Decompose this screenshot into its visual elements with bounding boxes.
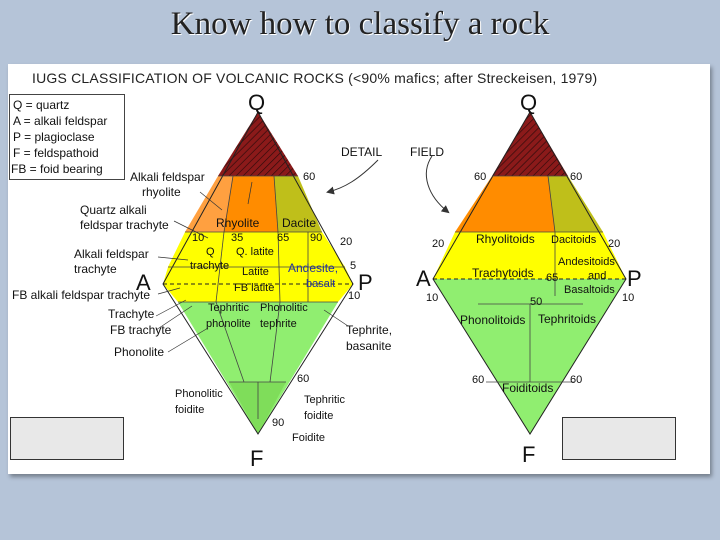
legend-item: P = plagioclase — [13, 130, 95, 144]
detail-tick-a10: 10 — [192, 232, 205, 244]
detail-dacite-field — [274, 176, 322, 232]
field-label-fb-latite: FB latite — [234, 282, 275, 294]
field-tick-q60-left: 60 — [474, 171, 487, 183]
field-tick-a10: 10 — [426, 292, 439, 304]
field-diamond — [425, 111, 627, 435]
field-tick-f60-right: 60 — [570, 374, 583, 386]
field-tick-q20-left: 20 — [432, 238, 445, 250]
field-label-tephritoids: Tephritoids — [538, 312, 597, 326]
callout-alkali-rhyolite-2: rhyolite — [142, 185, 181, 199]
field-dacitoids-field — [548, 176, 603, 232]
field-quartzolite-field — [492, 112, 568, 176]
callout-tephrite-1: Tephrite, — [346, 323, 393, 337]
field-tick-m50: 50 — [530, 296, 543, 308]
field-label-basalt: basalt — [306, 278, 336, 290]
callout-fb-alkali-trachyte: FB alkali feldspar trachyte — [12, 288, 151, 302]
callout-tephrite-2: basanite — [346, 339, 392, 353]
field-label-phonolitic-tephrite-1: Phonolitic — [260, 302, 308, 314]
blank-box-left — [10, 417, 124, 460]
detail-heading: DETAIL — [341, 145, 383, 159]
field-tick-f60-left: 60 — [472, 374, 485, 386]
field-label-foiditoids: Foiditoids — [502, 381, 554, 395]
figure-title: IUGS CLASSIFICATION OF VOLCANIC ROCKS (<… — [32, 70, 598, 86]
blank-box-right — [562, 417, 676, 460]
field-label-dacitoids: Dacitoids — [551, 234, 597, 246]
detail-apex-q: Q — [248, 90, 266, 115]
detail-apex-a: A — [136, 270, 151, 295]
detail-diamond — [155, 110, 379, 435]
detail-tick-q5: 5 — [350, 260, 357, 272]
field-label-phonolitic-tephrite-2: tephrite — [260, 318, 297, 330]
field-lower-diamond — [433, 279, 626, 434]
field-tick-q60-right: 60 — [570, 171, 583, 183]
field-label-rhyolitoids: Rhyolitoids — [476, 232, 535, 246]
detail-alkali-rhyolite-field — [185, 176, 233, 232]
callout-trachyte: Trachyte — [108, 307, 155, 321]
field-label-andesitoids-3: Basaltoids — [564, 284, 615, 296]
detail-tick-f60: 60 — [297, 373, 310, 385]
field-label-q-trachyte-1: Q — [206, 246, 215, 258]
field-tick-m65: 65 — [546, 272, 559, 284]
detail-trachyte-andesite-band — [168, 232, 345, 267]
field-label-trachytoids: Trachytoids — [472, 266, 534, 280]
field-label-foidite: Foidite — [292, 432, 326, 444]
legend-item: Q = quartz — [13, 98, 70, 112]
field-apex-f: F — [522, 442, 536, 467]
callout-alkali-trachyte-2: trachyte — [74, 262, 117, 276]
field-label-rhyolite: Rhyolite — [216, 216, 260, 230]
callout-fb-trachyte: FB trachyte — [110, 323, 172, 337]
detail-tick-q60: 60 — [303, 171, 316, 183]
callout-alkali-trachyte-1: Alkali feldspar — [74, 247, 149, 261]
field-label-latite: Latite — [242, 266, 269, 278]
field-label-tephritic-foidite-2: foidite — [304, 410, 334, 422]
field-label-q-latite: Q. latite — [236, 246, 274, 258]
field-label-dacite: Dacite — [282, 216, 317, 230]
detail-tick-f90: 90 — [272, 417, 285, 429]
legend-item: F = feldspathoid — [13, 146, 99, 160]
field-label-phonolitoids: Phonolitoids — [460, 313, 526, 327]
detail-apex-f: F — [250, 446, 264, 471]
detail-quartzolite-field — [218, 112, 298, 176]
field-heading: FIELD — [410, 145, 445, 159]
field-label-andesitoids-1: Andesitoids — [558, 256, 615, 268]
callout-alkali-rhyolite-1: Alkali feldspar — [130, 170, 205, 184]
classification-figure: IUGS CLASSIFICATION OF VOLCANIC ROCKS (<… — [8, 64, 710, 474]
field-label-phonolitic-foidite-1: Phonolitic — [175, 388, 223, 400]
legend-item: A = alkali feldspar — [13, 114, 108, 128]
iugs-diagram — [155, 110, 627, 435]
detail-tick-q20: 20 — [340, 236, 353, 248]
field-rhyolitoids-field — [455, 176, 555, 232]
detail-tick-p10: 10 — [348, 290, 361, 302]
detail-tick-a90: 90 — [310, 232, 323, 244]
field-label-q-trachyte-2: trachyte — [190, 260, 230, 272]
detail-lower-diamond — [178, 302, 338, 434]
field-tick-p10: 10 — [622, 292, 635, 304]
detail-tick-a35: 35 — [231, 232, 244, 244]
detail-foidite-field — [229, 382, 286, 434]
legend: Q = quartz A = alkali feldspar P = plagi… — [9, 94, 125, 180]
field-apex-p: P — [627, 266, 642, 291]
legend-item: FB = foid bearing — [11, 162, 103, 176]
callout-quartz-alkali-trachyte-2: feldspar trachyte — [80, 218, 169, 232]
detail-tick-a65: 65 — [277, 232, 290, 244]
slide-title: Know how to classify a rock — [170, 6, 550, 42]
callout-phonolite: Phonolite — [114, 345, 165, 359]
detail-rhyolite-field — [224, 176, 278, 232]
field-apex-q: Q — [520, 90, 538, 115]
field-tick-q20-right: 20 — [608, 238, 621, 250]
field-label-phonolitic-foidite-2: foidite — [175, 404, 205, 416]
callout-quartz-alkali-trachyte-1: Quartz alkali — [80, 203, 147, 217]
detail-apex-p: P — [358, 270, 373, 295]
field-label-andesite: Andesite, — [288, 261, 339, 275]
field-label-andesitoids-2: and — [588, 270, 607, 282]
field-label-tephritic-foidite-1: Tephritic — [304, 394, 345, 406]
field-label-tephritic-phonolite-1: Tephritic — [208, 302, 249, 314]
field-apex-a: A — [416, 266, 431, 291]
field-label-tephritic-phonolite-2: phonolite — [206, 318, 251, 330]
